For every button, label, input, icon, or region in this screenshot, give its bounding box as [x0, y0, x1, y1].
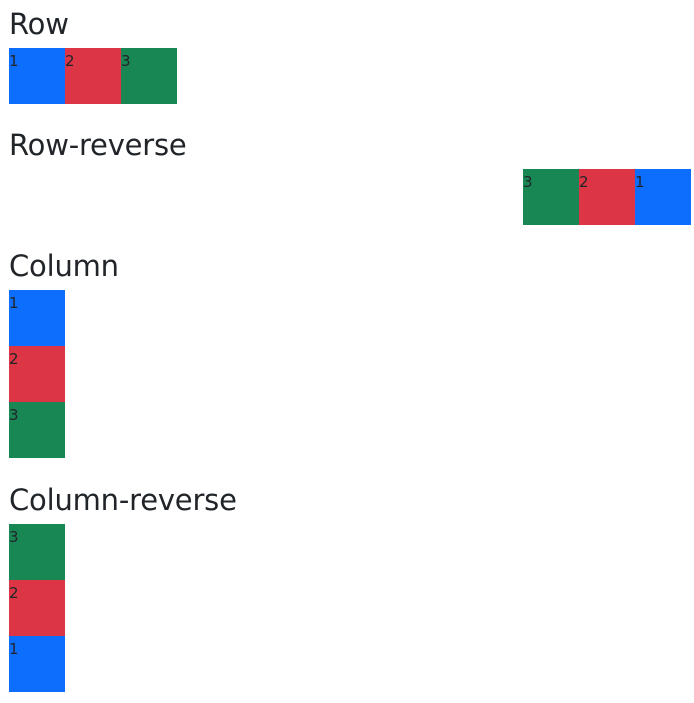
flex-item-3: 3: [523, 169, 579, 225]
flex-item-1: 1: [9, 290, 65, 346]
row-section: Row 1 2 3: [9, 6, 691, 104]
flex-item-3: 3: [9, 402, 65, 458]
row-heading: Row: [9, 7, 69, 41]
row-reverse-heading: Row-reverse: [9, 128, 187, 162]
column-reverse-heading: Column-reverse: [9, 483, 237, 517]
column-reverse-flex-container: 1 2 3: [9, 524, 691, 692]
flex-item-2: 2: [579, 169, 635, 225]
row-reverse-flex-container: 1 2 3: [9, 169, 691, 225]
column-heading: Column: [9, 249, 119, 283]
flex-item-1: 1: [9, 636, 65, 692]
flex-item-2: 2: [65, 48, 121, 104]
row-flex-container: 1 2 3: [9, 48, 691, 104]
flex-item-2: 2: [9, 580, 65, 636]
flex-item-2: 2: [9, 346, 65, 402]
column-section: Column 1 2 3: [9, 248, 691, 458]
row-reverse-section: Row-reverse 1 2 3: [9, 127, 691, 225]
column-reverse-section: Column-reverse 1 2 3: [9, 482, 691, 692]
flex-item-3: 3: [9, 524, 65, 580]
flex-item-1: 1: [635, 169, 691, 225]
column-flex-container: 1 2 3: [9, 290, 691, 458]
flex-item-1: 1: [9, 48, 65, 104]
flex-item-3: 3: [121, 48, 177, 104]
